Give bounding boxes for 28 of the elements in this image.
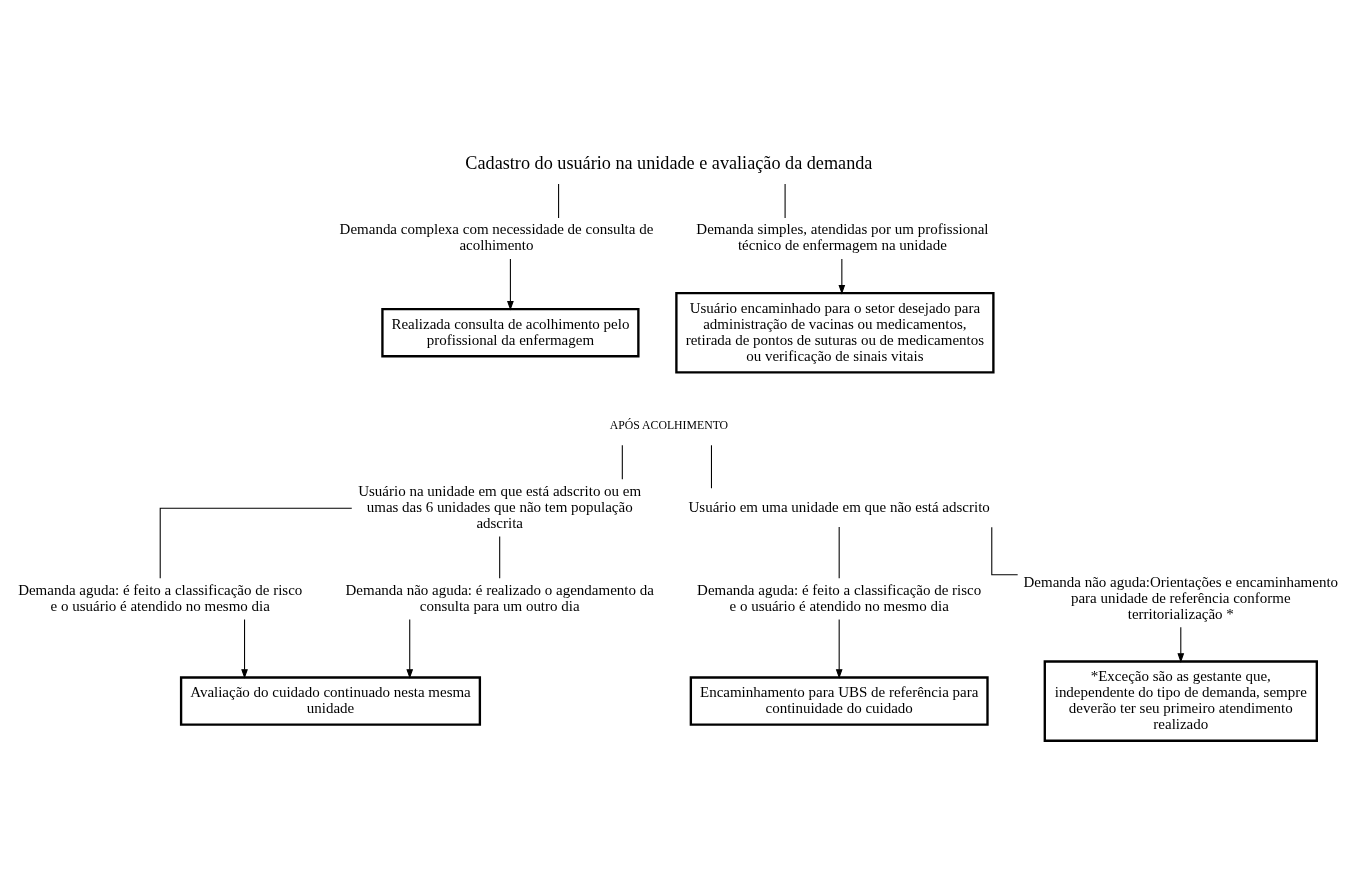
- connector: [621, 444, 623, 480]
- connector: [499, 536, 501, 579]
- node-text: Usuário em uma unidade em que não está adscrito: [688, 498, 990, 515]
- arrow: [406, 619, 414, 679]
- node-box: Usuário encaminhado para o setor desejado para administração de vacinas ou medicamentos, retirada de pontos de suturas ou de medicamentos ou verificação de sinais vitais: [675, 291, 995, 374]
- node-text: Demanda complexa com necessidade de consulta de acolhimento: [339, 221, 654, 254]
- node-text: Usuário na unidade em que está adscrito ou em umas das 6 unidades que não tem população adscrita: [358, 482, 642, 531]
- node-box: Avaliação do cuidado continuado nesta mesma unidade: [179, 676, 482, 726]
- node-text: Demanda não aguda: é realizado o agendamento da consulta para um outro dia: [345, 581, 654, 614]
- node-box: *Exceção são as gestante que, independente do tipo de demanda, sempre deverão ter seu primeiro atendimento realizado: [1043, 660, 1318, 742]
- connector: [710, 444, 712, 489]
- node-text: Demanda aguda: é feito a classificação de risco e o usuário é atendido no mesmo dia: [697, 581, 982, 614]
- connector: [159, 507, 353, 579]
- node-text: APÓS ACOLHIMENTO: [609, 418, 729, 432]
- node-text: Demanda aguda: é feito a classificação de risco e o usuário é atendido no mesmo dia: [18, 581, 303, 614]
- connector: [558, 183, 560, 219]
- arrow: [835, 619, 843, 679]
- arrow: [507, 258, 514, 311]
- connector: [991, 526, 1019, 576]
- connector: [838, 526, 840, 579]
- node-box: Realizada consulta de acolhimento pelo profissional da enfermagem: [381, 307, 640, 358]
- arrow: [1177, 626, 1185, 663]
- node-text: Demanda simples, atendidas por um profissional técnico de enfermagem na unidade: [696, 221, 989, 254]
- arrow: [838, 258, 846, 295]
- arrow: [241, 619, 248, 679]
- node-text: Demanda não aguda:Orientações e encaminhamento para unidade de referência conforme territorialização *: [1023, 573, 1339, 622]
- node-box: Encaminhamento para UBS de referência para continuidade do cuidado: [689, 676, 989, 726]
- node-text: Cadastro do usuário na unidade e avaliação da demanda: [465, 152, 873, 173]
